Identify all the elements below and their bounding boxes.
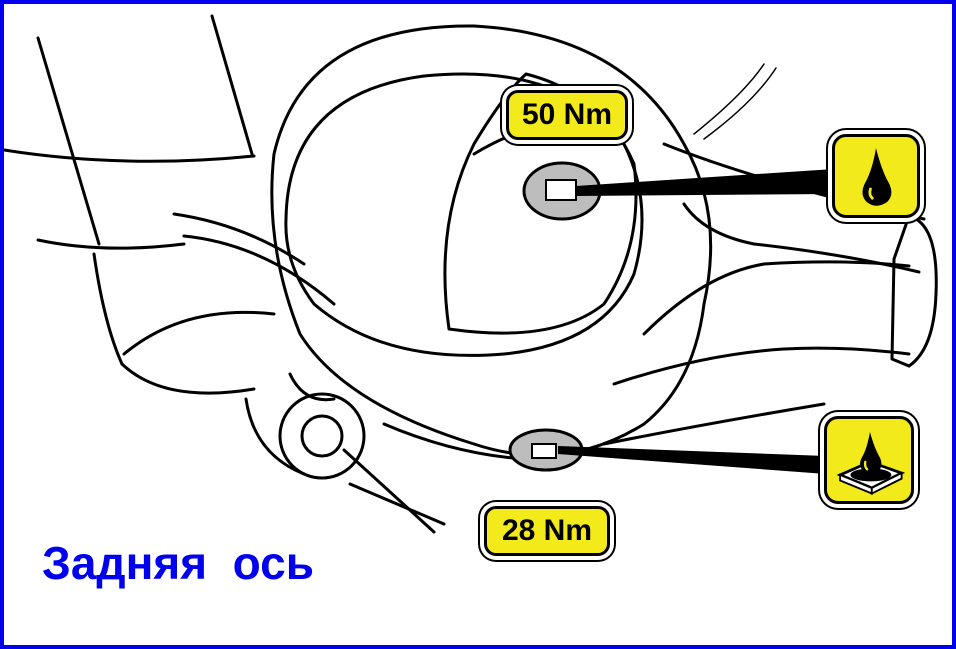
leader-line-filler bbox=[576, 169, 834, 196]
torque-badge-drain: 28 Nm bbox=[484, 506, 610, 556]
torque-badge-filler: 50 Nm bbox=[506, 90, 628, 140]
rear-axle-drawing bbox=[4, 14, 938, 534]
oil-drop-icon bbox=[862, 148, 892, 206]
oil-drain-callout bbox=[824, 416, 914, 504]
oil-fill-callout bbox=[832, 134, 920, 218]
oil-drain-icon bbox=[836, 432, 906, 496]
filler-plug bbox=[522, 161, 602, 221]
leader-line-drain bbox=[558, 446, 826, 474]
diagram-caption: Задняя ось bbox=[42, 537, 314, 589]
